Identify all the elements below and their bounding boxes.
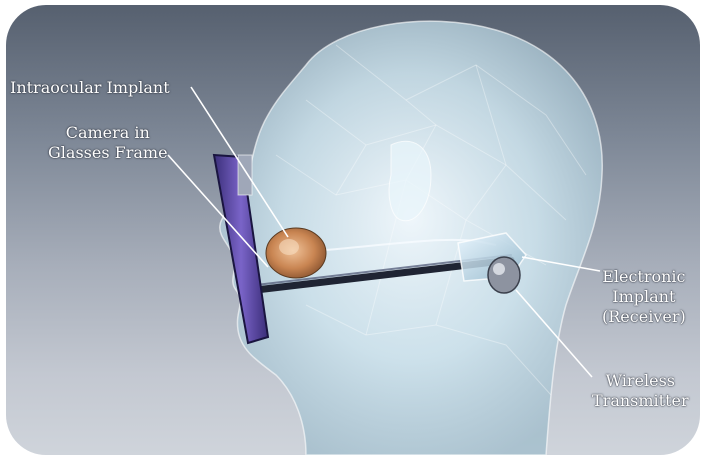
illustration-frame: Intraocular Implant Camera in Glasses Fr… (6, 5, 700, 455)
label-intraocular-implant: Intraocular Implant (10, 78, 170, 98)
label-electronic-implant: Electronic Implant (Receiver) (602, 267, 686, 327)
label-wireless-transmitter: Wireless Transmitter (592, 371, 689, 411)
label-camera: Camera in Glasses Frame (48, 123, 168, 163)
intraocular-implant-eye (266, 228, 326, 278)
camera-mount (238, 155, 252, 195)
wireless-transmitter-device (488, 257, 520, 293)
